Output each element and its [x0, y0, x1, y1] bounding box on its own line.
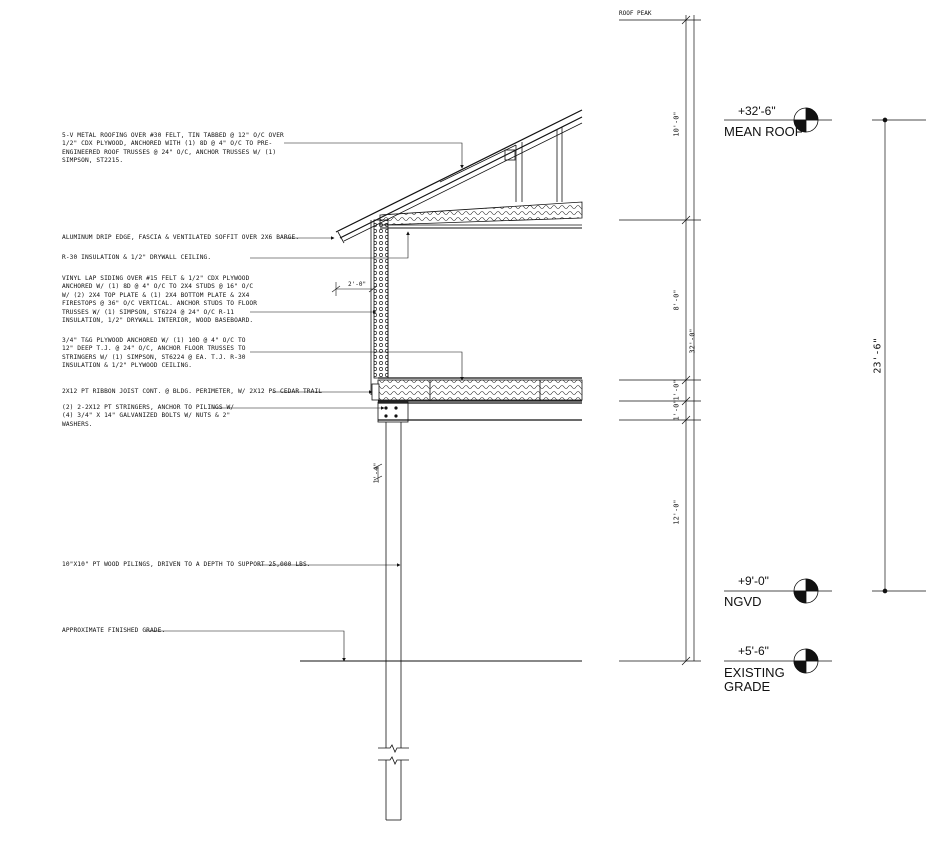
elev-ngvd-value: +9'-0" — [738, 574, 769, 588]
note-finished-grade: APPROXIMATE FINISHED GRADE. — [62, 627, 166, 634]
dim-total-right: 23'-6" — [872, 337, 884, 374]
elev-mean-roof-value: +32'-6" — [738, 104, 776, 118]
leader-lines — [146, 142, 464, 662]
elevation-marker-mean-roof — [793, 107, 819, 133]
note-roofing: 5-V METAL ROOFING OVER #30 FELT, TIN TAB… — [62, 132, 284, 165]
roof-peak-label: ROOF PEAK — [619, 10, 652, 17]
elev-grade-name: EXISTING GRADE — [724, 665, 785, 694]
roof-assembly — [335, 109, 583, 244]
dim-wall: 8'-0" — [672, 289, 681, 311]
wall-assembly — [370, 219, 389, 395]
dim-piling: 12'-0" — [672, 499, 681, 525]
overhang-dimension — [331, 282, 378, 296]
ceiling-insulation — [379, 201, 583, 229]
note-ceiling: R-30 INSULATION & 1/2" DRYWALL CEILING. — [62, 254, 212, 261]
stringer-beam — [377, 401, 582, 423]
right-dimension-string — [619, 15, 701, 666]
elev-ngvd-name: NGVD — [724, 594, 762, 609]
dim-beam: 1'-0" — [672, 399, 681, 421]
elev-grade-value: +5'-6" — [738, 644, 769, 658]
elevation-marker-ngvd — [793, 578, 819, 604]
piling — [373, 422, 409, 821]
elevation-marker-grade — [793, 648, 819, 674]
dim-roof: 10'-0" — [672, 111, 681, 137]
dim-total-left: 32'-0" — [688, 328, 697, 354]
note-wall: VINYL LAP SIDING OVER #15 FELT & 1/2" CD… — [62, 275, 258, 325]
note-floor: 3/4" T&G PLYWOOD ANCHORED W/ (1) 10D @ 4… — [62, 337, 246, 370]
note-pilings: 10"X10" PT WOOD PILINGS, DRIVEN TO A DEP… — [62, 561, 311, 568]
floor-assembly — [371, 377, 583, 402]
note-stringers: (2) 2-2X12 PT STRINGERS, ANCHOR TO PILIN… — [62, 404, 235, 428]
elev-mean-roof-name: MEAN ROOF — [724, 124, 803, 139]
note-drip-edge: ALUMINUM DRIP EDGE, FASCIA & VENTILATED … — [62, 234, 300, 241]
dim-floor: 1'-0" — [672, 379, 681, 401]
note-ribbon-joist: 2X12 PT RIBBON JOIST CONT. @ BLDG. PERIM… — [62, 388, 323, 395]
pile-size-label: 1'-4" — [372, 462, 381, 484]
overhang-dim-label: 2'-0" — [348, 281, 367, 288]
